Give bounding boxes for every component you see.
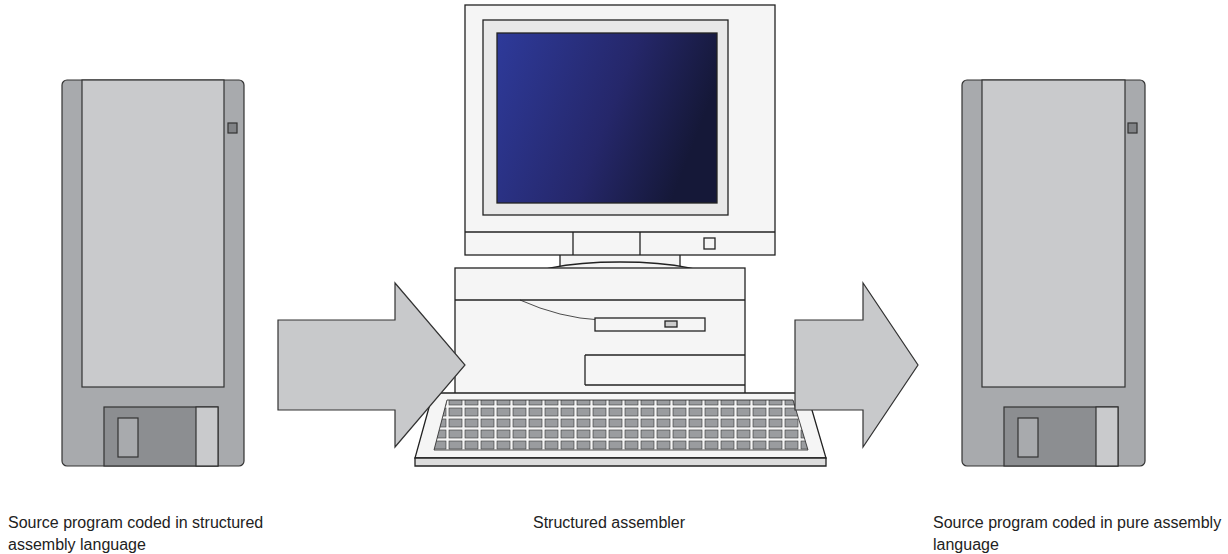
computer xyxy=(415,5,826,466)
illustrated-node: Source program coded in structured assem… xyxy=(62,80,244,466)
floppy-disk xyxy=(62,80,244,466)
caption: Source program coded in structured assem… xyxy=(8,512,308,554)
illustrated-node: Source program coded in pure assembly la… xyxy=(962,80,1145,466)
floppy-disk xyxy=(962,80,1145,466)
block-arrow xyxy=(278,283,465,447)
caption: Source program coded in pure assembly la… xyxy=(933,512,1223,554)
illustrated-node: Structured assembler xyxy=(440,5,800,465)
block-arrow xyxy=(795,283,918,447)
caption: Structured assembler xyxy=(533,512,773,534)
